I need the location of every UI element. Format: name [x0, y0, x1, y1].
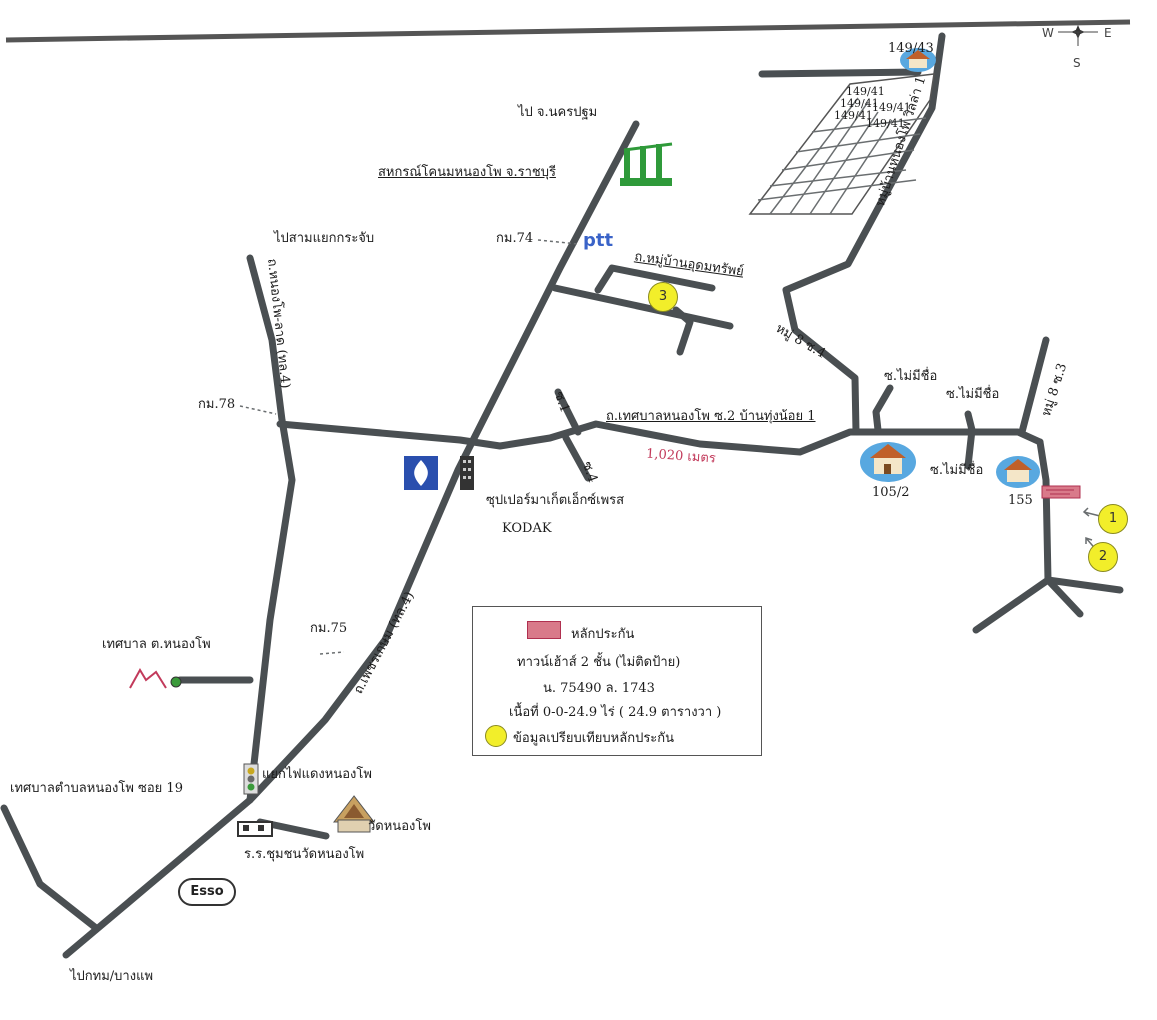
map-top-border	[5, 19, 1131, 43]
building-icon	[460, 456, 474, 490]
km78-leader	[239, 405, 277, 415]
legend-comparables: ข้อมูลเปรียบเทียบหลักประกัน	[513, 731, 675, 746]
plot-number: 149/41	[834, 109, 873, 122]
bottom-left-road	[0, 804, 100, 932]
municipality-icon	[129, 668, 182, 689]
traffic-light-label: แยกไฟแดงหนองโพ	[262, 767, 372, 782]
school-icon	[237, 821, 273, 837]
temple-icon	[332, 795, 376, 833]
right-road	[972, 438, 1052, 634]
plot-number: 149/41	[866, 117, 905, 130]
legend-deed: น. 75490 ล. 1743	[543, 681, 655, 696]
to-bangkok-label: ไปกทม/บางแพ	[70, 969, 154, 984]
main-road-label: ถ.เทศบาลหนองโพ ซ.2 บ้านทุ่งน้อย 1	[606, 409, 816, 424]
coop-building-icon	[620, 142, 673, 186]
village-road-a	[551, 284, 734, 330]
house-icon	[900, 48, 936, 72]
compass-east: E	[1104, 26, 1112, 40]
house-105-label: 105/2	[872, 485, 910, 500]
km75-label: กม.75	[310, 621, 348, 636]
house-155-label: 155	[1008, 493, 1033, 508]
traffic-light-icon	[243, 763, 259, 795]
village-road-c	[672, 306, 694, 356]
legend-collateral: หลักประกัน	[571, 627, 635, 642]
no-name-soi-label-3: ซ.ไม่มีชื่อ	[930, 463, 984, 478]
comparable-pin-1[interactable]: 1	[1098, 504, 1128, 534]
main-cross-road	[276, 420, 1044, 456]
comparable-swatch	[485, 725, 507, 747]
supermarket-label: ซุปเปอร์มาเก็ตเอ็กซ์เพรส	[486, 493, 625, 508]
right-road-branch-a	[1044, 576, 1084, 618]
compass-south: S	[1073, 56, 1081, 70]
plot-number: 149/41	[846, 85, 885, 98]
km75-leader	[319, 651, 345, 655]
moo8-soi3-road	[1018, 336, 1050, 436]
village-plots	[748, 73, 935, 215]
comparable-pin-2[interactable]: 2	[1088, 542, 1118, 572]
village-road-b	[594, 264, 716, 294]
municipal-school-label: เทศบาลตำบลหนองโพ ซอย 19	[10, 781, 183, 796]
to-nakhon-pathom-label: ไป จ.นครปฐม	[518, 105, 598, 120]
soi-4-road	[562, 434, 592, 482]
kodak-label: KODAK	[502, 521, 552, 536]
legend-type: ทาวน์เฮ้าส์ 2 ชั้น (ไม่ติดป้าย)	[517, 655, 681, 670]
compass-icon	[1058, 25, 1098, 46]
km74-leader	[537, 239, 579, 245]
plot-number: 149/41	[840, 97, 879, 110]
bank-logo-icon	[404, 456, 438, 490]
compass-west: W	[1042, 26, 1054, 40]
legend-area: เนื้อที่ 0-0-24.9 ไร่ ( 24.9 ตารางวา )	[509, 705, 722, 720]
no-name-soi-2	[964, 410, 976, 470]
plot-number: 149/41	[872, 101, 911, 114]
km74-label: กม.74	[496, 231, 534, 246]
house-icon	[860, 442, 916, 482]
top-road	[758, 68, 922, 78]
collateral-swatch	[527, 621, 561, 639]
esso-logo: Esso	[178, 878, 236, 906]
comparable-pin-3[interactable]: 3	[648, 282, 678, 312]
to-ban-pong-label: ไปสามแยกกระจับ	[274, 231, 375, 246]
soi-1-road	[554, 388, 582, 436]
right-road-branch-b	[1044, 576, 1124, 594]
school-label: ร.ร.ชุมชนวัดหนองโพ	[244, 847, 365, 862]
moo8-soi4-road	[782, 32, 946, 436]
temple-label: วัดหนองโพ	[368, 819, 431, 834]
house-icon	[996, 456, 1040, 488]
no-name-soi-1	[872, 384, 894, 434]
map-legend: หลักประกัน ทาวน์เฮ้าส์ 2 ชั้น (ไม่ติดป้า…	[472, 606, 762, 756]
arrow-pin-1	[1082, 507, 1101, 517]
coop-label: สหกรณ์โคนมหนองโพ จ.ราชบุรี	[378, 165, 556, 180]
collateral-marker	[1041, 485, 1081, 499]
ptt-logo: ptt	[583, 230, 614, 251]
no-name-soi-label-2: ซ.ไม่มีชื่อ	[946, 387, 1000, 402]
no-name-soi-label-1: ซ.ไม่มีชื่อ	[884, 369, 938, 384]
municipality-label: เทศบาล ต.หนองโพ	[102, 637, 211, 652]
house-149-label: 149/43	[888, 41, 934, 56]
left-vertical-road	[246, 254, 296, 804]
km78-label: กม.78	[198, 397, 236, 412]
